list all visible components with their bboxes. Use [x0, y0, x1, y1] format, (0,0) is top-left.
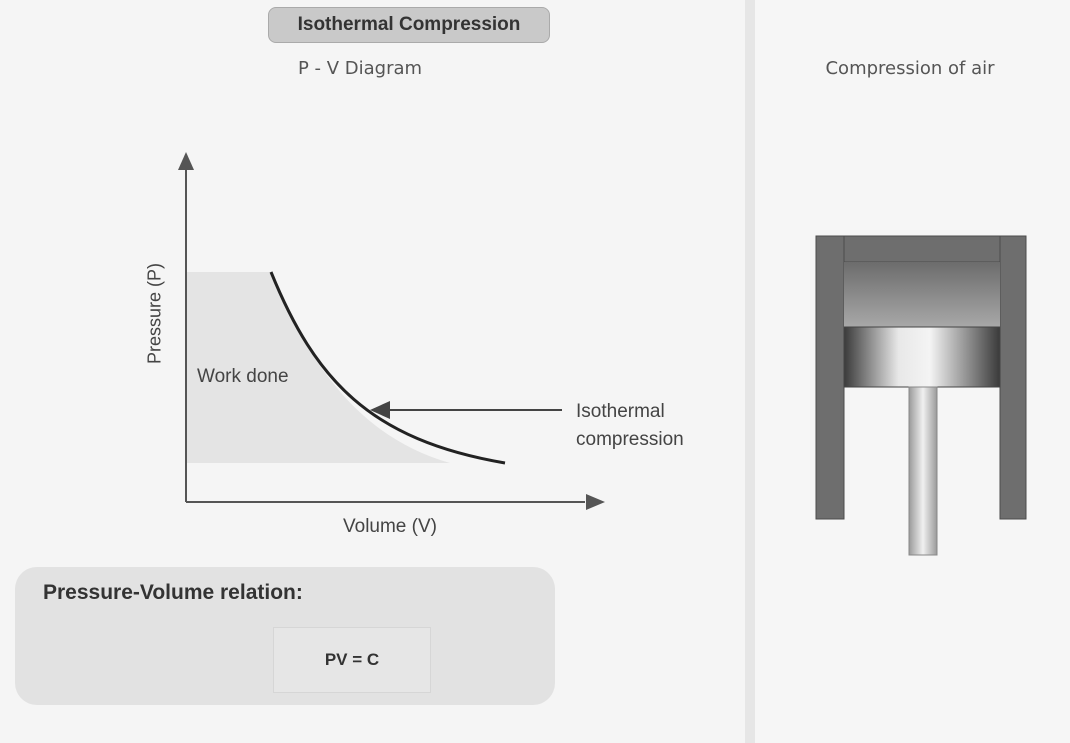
cylinder-wall-left: [815, 235, 845, 520]
pv-diagram-title: P - V Diagram: [297, 58, 423, 79]
piston-head: [843, 326, 1001, 388]
isothermal-curve: [269, 271, 506, 465]
isothermal-label-line2: compression: [576, 429, 684, 450]
pv-diagram: [178, 152, 605, 510]
y-axis-arrow-icon: [178, 152, 194, 170]
curve-pointer-arrow-icon: [370, 401, 390, 419]
isothermal-label-line1: Isothermal: [576, 401, 665, 422]
pv-formula: PV = C: [273, 627, 431, 693]
y-axis-label: Pressure (P): [144, 262, 165, 365]
page-title: Isothermal Compression: [268, 7, 550, 43]
cylinder-wall-top: [815, 235, 1027, 263]
work-done-area: [186, 272, 450, 463]
x-axis-arrow-icon: [586, 494, 605, 510]
piston-rod: [908, 386, 938, 556]
panel-divider: [745, 0, 755, 743]
x-axis-label: Volume (V): [343, 516, 437, 537]
piston-cylinder-illustration: [815, 235, 1027, 556]
isothermal-compression-label: Isothermal compression: [576, 398, 684, 454]
work-done-label: Work done: [197, 366, 289, 387]
compression-title: Compression of air: [825, 58, 995, 79]
cylinder-wall-right: [999, 235, 1027, 520]
compressed-air: [844, 262, 1000, 327]
relation-heading: Pressure-Volume relation:: [43, 581, 303, 604]
pressure-volume-relation-box: Pressure-Volume relation: PV = C: [15, 567, 555, 705]
